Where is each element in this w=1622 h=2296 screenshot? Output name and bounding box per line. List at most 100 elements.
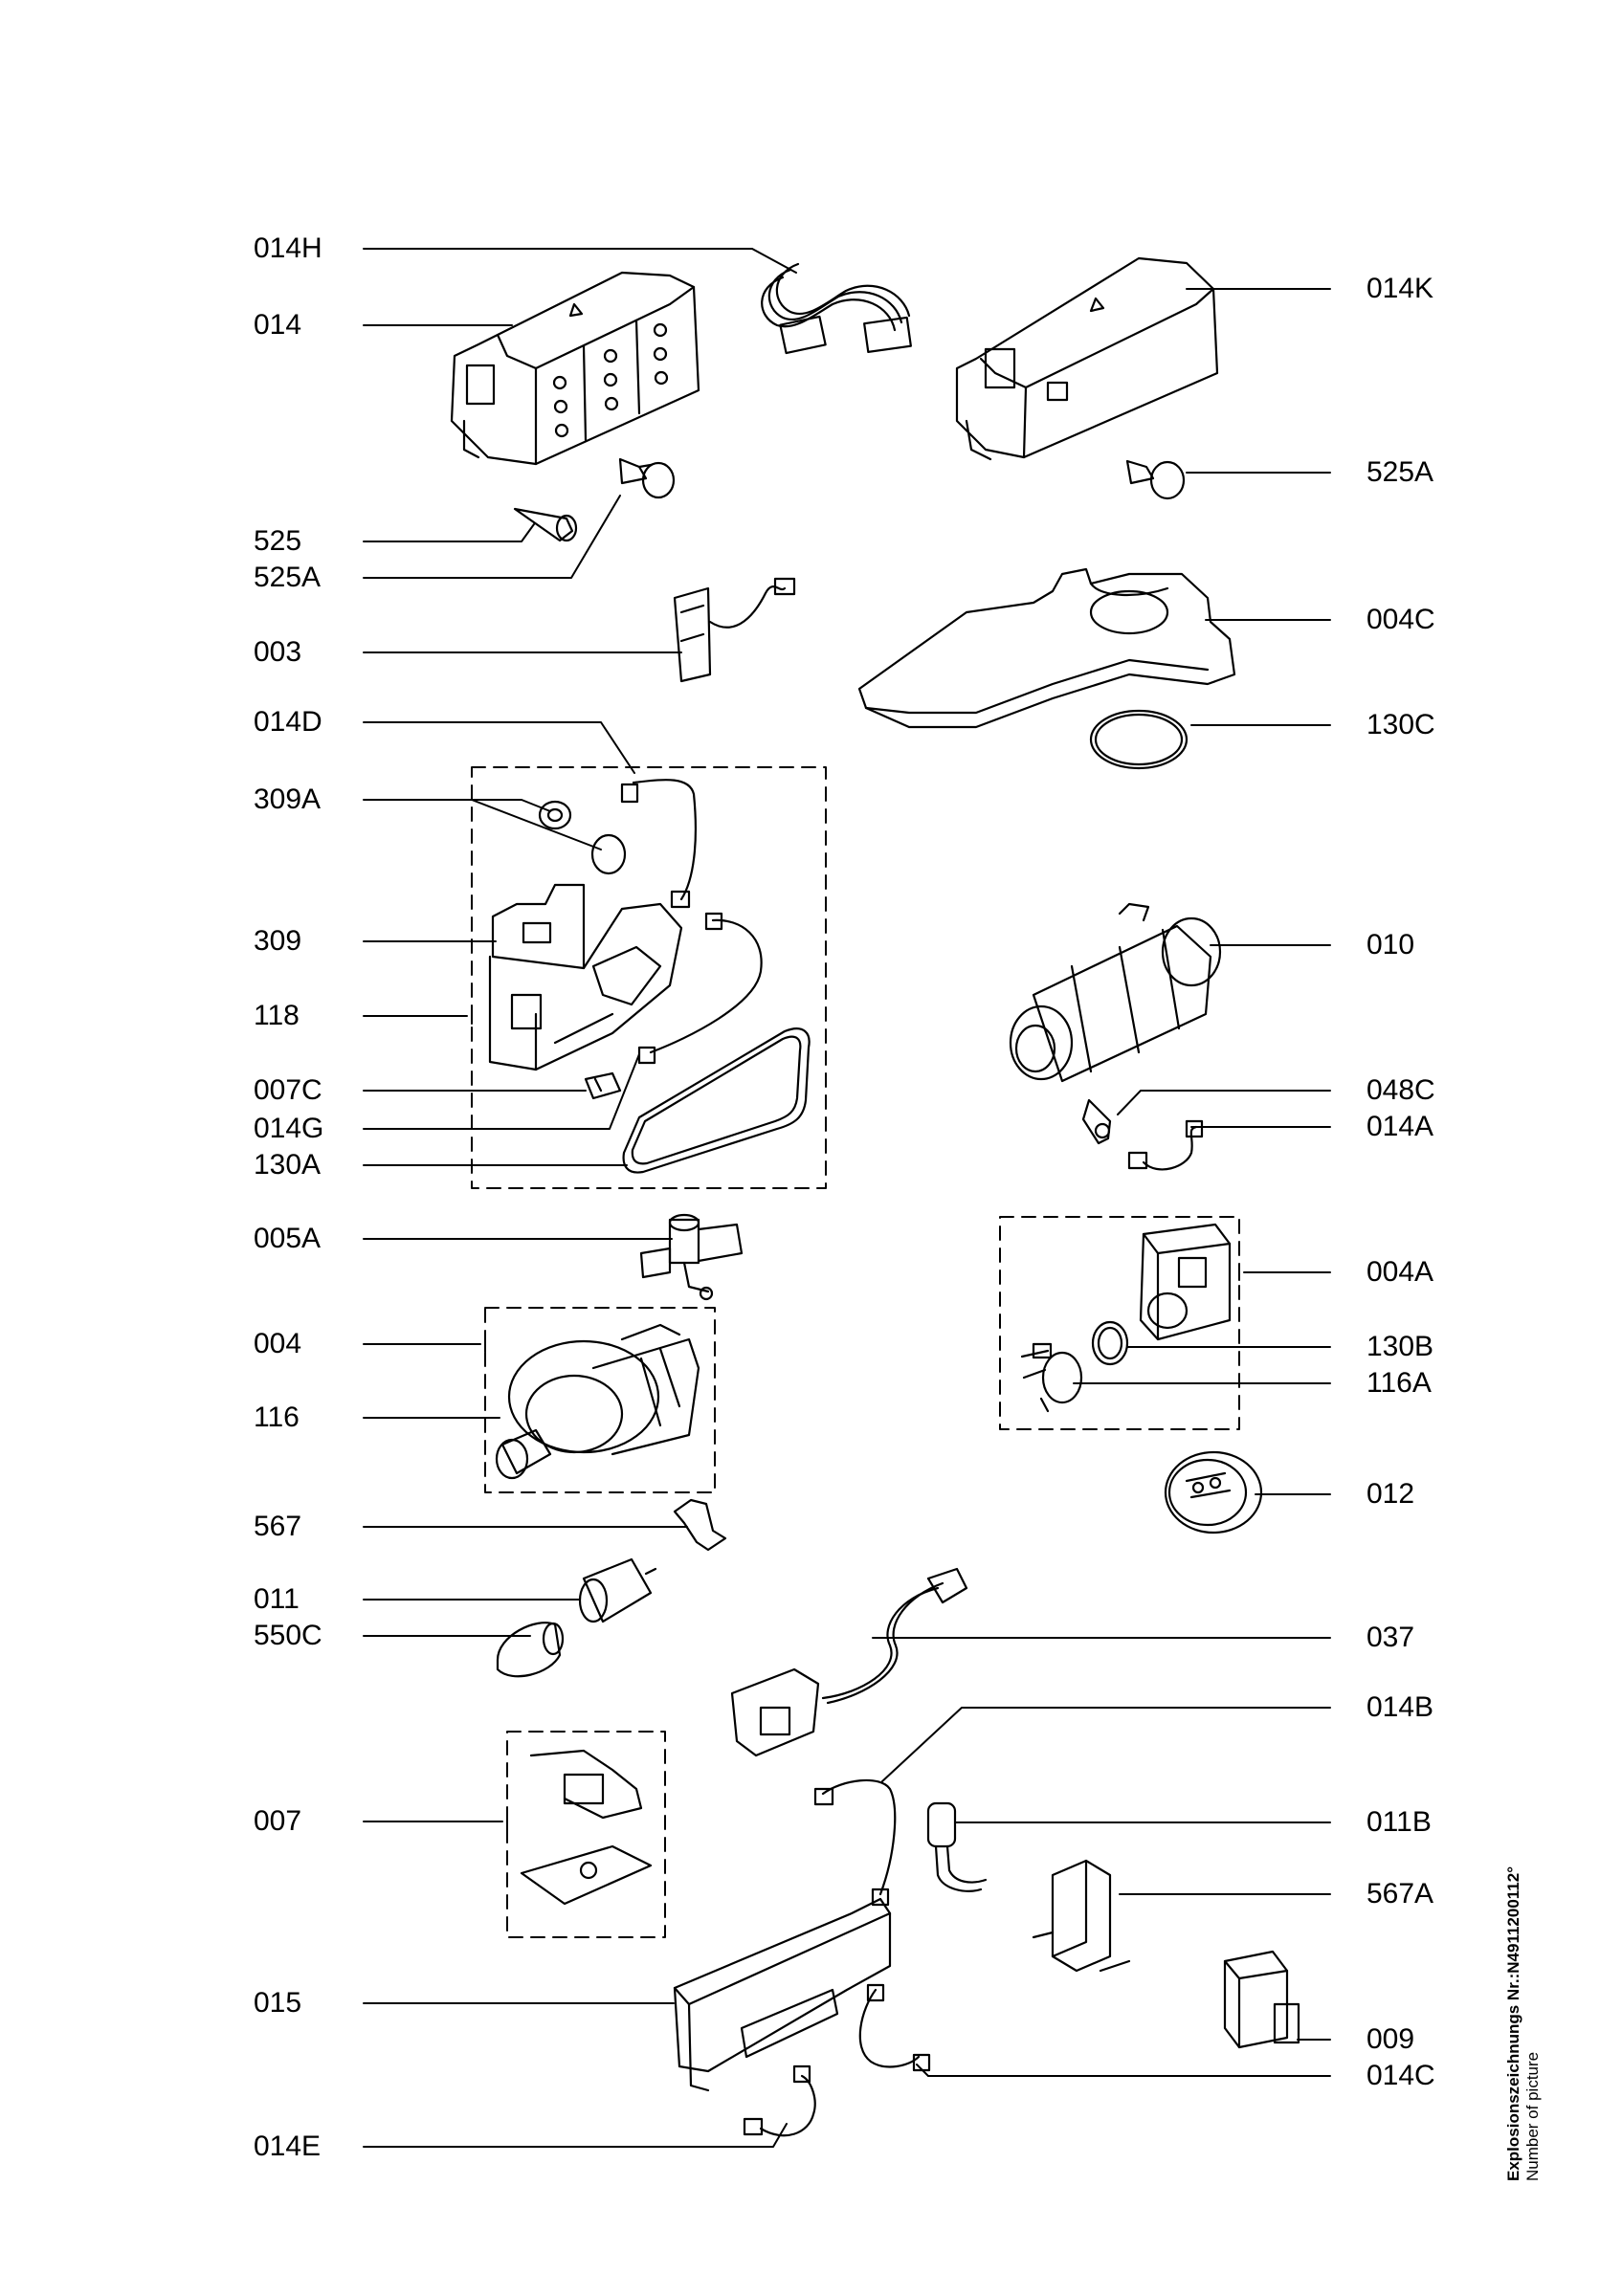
label-118: 118 bbox=[254, 1000, 300, 1031]
leader-lines-right bbox=[872, 288, 1331, 2077]
parts bbox=[450, 256, 1300, 2137]
label-130C: 130C bbox=[1366, 709, 1435, 740]
part-014D-harness bbox=[620, 779, 697, 909]
leader-014D bbox=[363, 721, 635, 774]
part-116A-outlet bbox=[1020, 1342, 1083, 1413]
label-014A: 014A bbox=[1366, 1111, 1434, 1142]
picture-number-caption: Number of picture bbox=[1523, 2051, 1542, 2181]
part-005A-valve bbox=[639, 1213, 744, 1301]
label-011: 011 bbox=[254, 1583, 300, 1615]
label-309A: 309A bbox=[254, 784, 322, 815]
label-009: 009 bbox=[1366, 2023, 1415, 2055]
label-116: 116 bbox=[254, 1402, 300, 1433]
part-003-sensor bbox=[673, 577, 796, 683]
leader-014E bbox=[363, 2123, 788, 2148]
part-130B-ring-inner bbox=[1097, 1326, 1123, 1360]
label-309: 309 bbox=[254, 925, 302, 957]
leader-014H bbox=[363, 248, 797, 274]
part-116-sump-outlet bbox=[495, 1428, 552, 1480]
label-567A: 567A bbox=[1366, 1878, 1434, 1910]
part-014E-harness bbox=[743, 2064, 816, 2137]
label-014K: 014K bbox=[1366, 273, 1434, 304]
part-012-pressure-switch bbox=[1164, 1450, 1263, 1534]
part-014G-harness bbox=[637, 912, 763, 1065]
label-014: 014 bbox=[254, 309, 302, 341]
part-309A-nozzle bbox=[538, 800, 572, 830]
group-box-007 bbox=[506, 1731, 666, 1938]
label-015: 015 bbox=[254, 1987, 302, 2019]
label-012: 012 bbox=[1366, 1478, 1415, 1510]
part-011B-capacitor bbox=[926, 1801, 988, 1892]
part-009-component bbox=[1223, 1950, 1300, 2049]
part-130A-gasket-inner bbox=[631, 1035, 802, 1165]
label-014B: 014B bbox=[1366, 1691, 1434, 1723]
part-525A-knob-right bbox=[1125, 459, 1186, 500]
label-004A: 004A bbox=[1366, 1256, 1434, 1288]
part-014B-harness bbox=[813, 1778, 897, 1907]
leader-014B bbox=[881, 1707, 1331, 1782]
part-037-mains-cable bbox=[730, 1567, 968, 1757]
part-130C-ring bbox=[1089, 709, 1189, 770]
part-007C-clip bbox=[584, 1071, 622, 1100]
part-309A-ring bbox=[590, 833, 627, 875]
group-boxes bbox=[471, 766, 1240, 1938]
label-011B: 011B bbox=[1366, 1806, 1432, 1838]
part-567A-bracket bbox=[1032, 1859, 1131, 1973]
label-525A-left: 525A bbox=[254, 562, 322, 593]
picture-number-note: Explosionszeichnungs Nr.:N4911200112° Nu… bbox=[1504, 1866, 1543, 2181]
label-007: 007 bbox=[254, 1805, 302, 1837]
group-box-309 bbox=[471, 766, 827, 1189]
part-525-knob-tip bbox=[513, 507, 578, 542]
part-130C-ring-inner bbox=[1094, 713, 1184, 766]
label-014H: 014H bbox=[254, 232, 322, 264]
part-014-control-module bbox=[450, 271, 700, 466]
label-004: 004 bbox=[254, 1328, 302, 1359]
label-014E: 014E bbox=[254, 2130, 322, 2162]
label-014C: 014C bbox=[1366, 2060, 1435, 2091]
part-014A-harness bbox=[1127, 1119, 1204, 1171]
label-525: 525 bbox=[254, 525, 302, 557]
label-010: 010 bbox=[1366, 929, 1415, 960]
label-005A: 005A bbox=[254, 1223, 322, 1254]
picture-number-line: Explosionszeichnungs Nr.:N4911200112° bbox=[1504, 1866, 1522, 2181]
label-014D: 014D bbox=[254, 706, 322, 738]
label-007C: 007C bbox=[254, 1074, 322, 1106]
label-003: 003 bbox=[254, 636, 302, 668]
leader-525A-left bbox=[363, 495, 621, 579]
part-550C-cap bbox=[496, 1622, 565, 1678]
leader-309A-a bbox=[363, 799, 551, 812]
part-525A-knob-left bbox=[618, 457, 676, 499]
part-011-motor bbox=[578, 1557, 657, 1623]
leader-048C bbox=[1117, 1090, 1331, 1115]
leader-014G bbox=[363, 1053, 640, 1130]
group-box-004 bbox=[484, 1307, 716, 1493]
leader-014C bbox=[916, 2064, 1331, 2077]
label-116A: 116A bbox=[1366, 1367, 1432, 1399]
leader-lines-left bbox=[363, 248, 797, 2148]
leader-525 bbox=[363, 523, 535, 542]
label-525A-right: 525A bbox=[1366, 456, 1434, 488]
part-004C-cover bbox=[857, 567, 1236, 729]
part-567-clip bbox=[673, 1498, 727, 1552]
part-015-housing bbox=[673, 1897, 892, 2092]
label-048C: 048C bbox=[1366, 1074, 1435, 1106]
part-118-dispenser bbox=[488, 902, 683, 1071]
label-130B: 130B bbox=[1366, 1331, 1434, 1362]
part-014K-control-module bbox=[955, 256, 1219, 461]
label-567: 567 bbox=[254, 1511, 302, 1542]
part-010-heater bbox=[1009, 902, 1222, 1083]
part-004-pump bbox=[507, 1323, 700, 1456]
leader-309A-b bbox=[471, 799, 602, 850]
label-014G: 014G bbox=[254, 1113, 324, 1144]
part-309-dispenser-lid bbox=[491, 883, 586, 970]
group-box-004A bbox=[999, 1216, 1240, 1430]
part-048C-sensor bbox=[1081, 1098, 1112, 1145]
part-004A-pump bbox=[1139, 1223, 1232, 1341]
label-130A: 130A bbox=[254, 1149, 322, 1181]
label-004C: 004C bbox=[1366, 604, 1435, 635]
part-014C-harness bbox=[858, 1983, 931, 2072]
part-130B-ring bbox=[1091, 1320, 1129, 1366]
part-130A-gasket bbox=[622, 1027, 811, 1174]
label-037: 037 bbox=[1366, 1622, 1415, 1653]
